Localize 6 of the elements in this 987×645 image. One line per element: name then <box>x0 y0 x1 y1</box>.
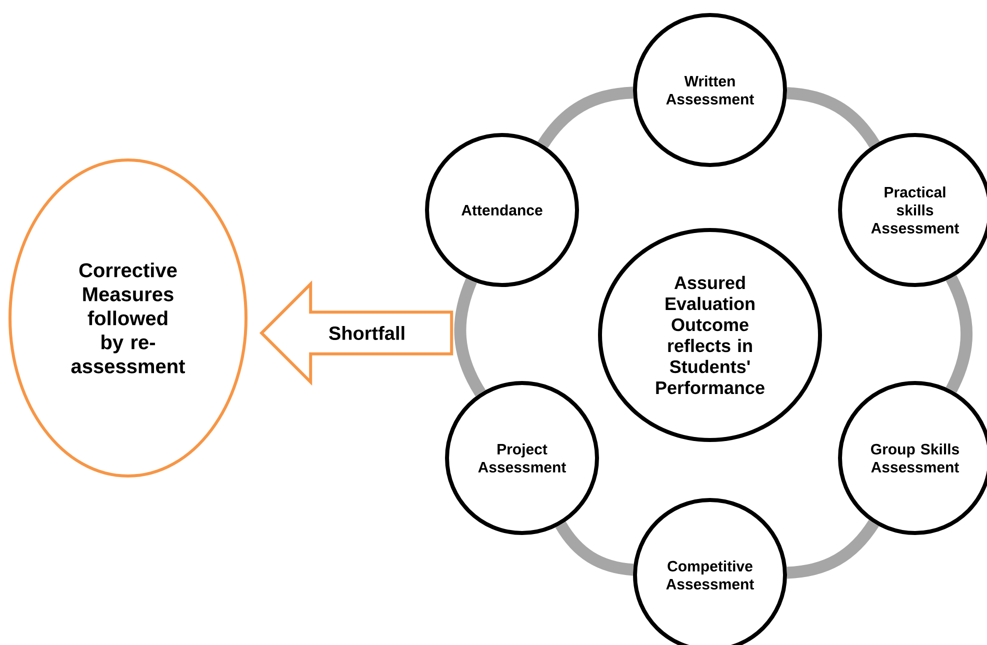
ring-arc <box>556 521 634 576</box>
ring-arc <box>946 275 972 393</box>
ring-arc <box>538 86 634 148</box>
ring-arc <box>786 87 880 148</box>
ring-arc <box>786 520 879 579</box>
ring-arc <box>454 278 486 396</box>
